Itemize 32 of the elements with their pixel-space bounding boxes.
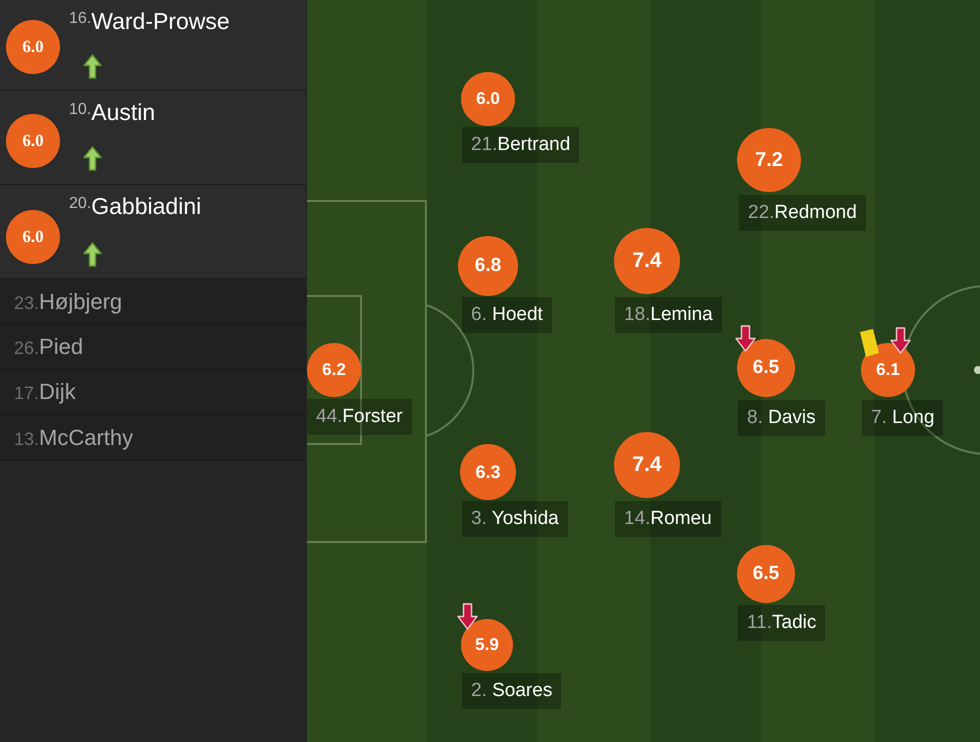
player-name-label: 44.Forster [307, 399, 412, 435]
player-name-label: 21.Bertrand [462, 127, 580, 163]
player-name: $^{20.}$Gabbiadini [69, 192, 202, 221]
player-name-label: 14.Romeu [615, 501, 721, 537]
player-name-label: 7. Long [862, 400, 944, 436]
player-name-label: 6. Hoedt [462, 297, 552, 333]
player-name-label: 18.Lemina [615, 297, 722, 333]
rating-badge: 6.2 [307, 343, 361, 397]
player-name-label: 2. Soares [462, 673, 562, 709]
player-name-label: 3. Yoshida [462, 501, 568, 537]
player-name: 13.McCarthy [14, 424, 134, 450]
rating-badge: 6.3 [460, 444, 516, 500]
rating-badge: 6.5 [737, 339, 795, 397]
rating-badge: 7.4 [614, 432, 680, 498]
rating-badge: 6.0 [6, 20, 60, 74]
rating-badge: 6.1 [861, 343, 915, 397]
rating-badge: 6.0 [6, 114, 60, 168]
player-name: $^{16.}$Ward-Prowse [69, 7, 230, 36]
rating-badge: 7.2 [737, 128, 801, 192]
rating-badge: 6.5 [737, 545, 795, 603]
player-name: 17.Dijk [14, 379, 76, 405]
player-name-label: 8. Davis [738, 400, 825, 436]
rating-badge: 7.4 [614, 228, 680, 294]
player-name: 23.Højbjerg [14, 288, 122, 314]
rating-badge: 6.0 [6, 210, 60, 264]
player-name: 26.Pied [14, 334, 84, 360]
player-name-label: 11.Tadic [738, 605, 826, 641]
player-name-label: 22.Redmond [739, 195, 866, 231]
player-name: $^{10.}$Austin [69, 98, 156, 127]
rating-badge: 5.9 [461, 619, 513, 671]
rating-badge: 6.0 [461, 72, 515, 126]
rating-badge: 6.8 [458, 236, 518, 296]
